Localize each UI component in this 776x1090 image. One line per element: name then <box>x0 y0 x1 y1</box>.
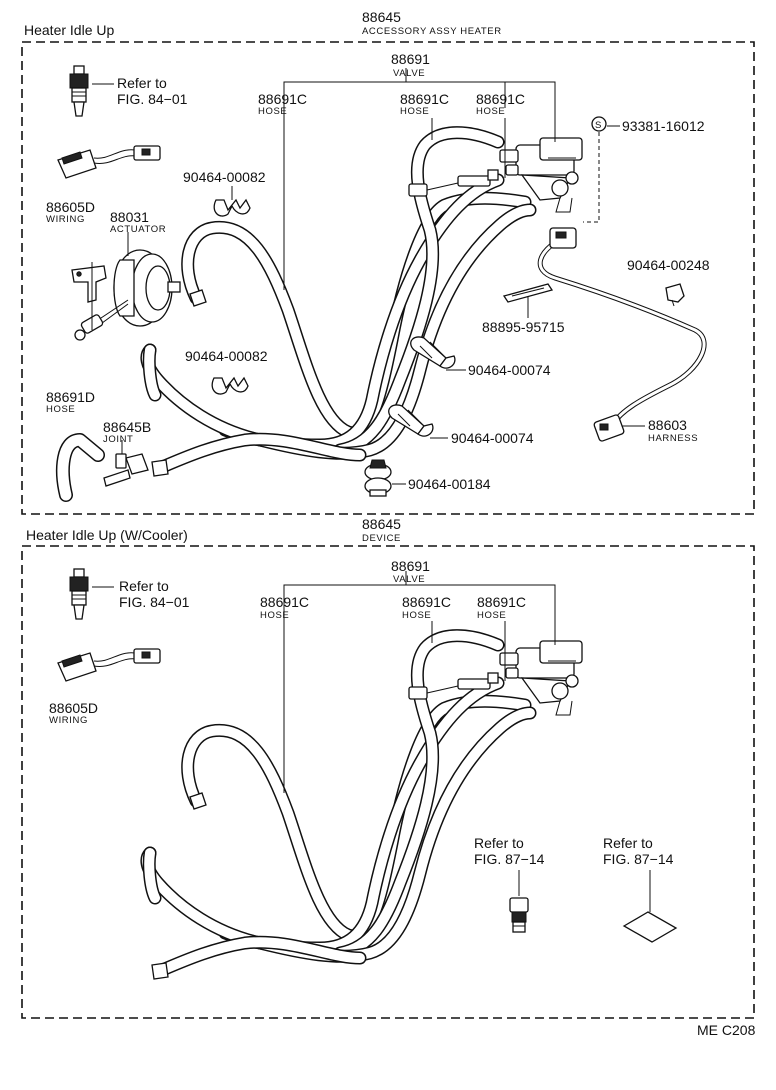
panel1-hose-right-name: HOSE <box>476 106 505 117</box>
panel1-wiring-name: WIRING <box>46 214 85 225</box>
panel1-hose-d <box>55 433 105 502</box>
panel-heater-idle-up-w-cooler: Heater Idle Up (W/Cooler) 88645 DEVICE 8… <box>21 516 755 1019</box>
panel1-hose-mid-number: 88691C <box>400 91 449 107</box>
panel1-joint-name: JOINT <box>103 434 133 445</box>
footer-code: ME C208 <box>697 1022 756 1038</box>
panel1-harness <box>537 227 707 442</box>
panel2-border <box>21 545 755 1019</box>
panel2-hose-mid-name: HOSE <box>402 610 431 621</box>
panel1-hose-left-number: 88691C <box>258 91 307 107</box>
panel2-hose-left-number: 88691C <box>260 594 309 610</box>
panel1-hose-mid-name: HOSE <box>400 106 429 117</box>
panel1-assy-number: 88645 <box>362 9 401 25</box>
panel1-actuator <box>71 249 181 341</box>
panel1-clip-top <box>213 198 251 217</box>
panel1-valve-number: 88691 <box>391 51 430 67</box>
panel1-clip-a <box>410 336 456 369</box>
panel1-screw-symbol-circle <box>591 116 607 132</box>
panel1-clip-mid-number: 90464-00082 <box>185 348 268 364</box>
panel1-screw-leader <box>583 132 600 223</box>
panel1-clip-b-number: 90464-00074 <box>451 430 534 446</box>
panel2-refer2-label: Refer to <box>474 835 524 851</box>
panel1-hose-right-number: 88691C <box>476 91 525 107</box>
panel2-wiring-name: WIRING <box>49 715 88 726</box>
panel2-valve-number: 88691 <box>391 558 430 574</box>
panel2-pressure-switch <box>509 870 529 933</box>
panel1-clip-a-number: 90464-00074 <box>468 362 551 378</box>
panel1-harness-name: HARNESS <box>648 433 698 444</box>
panel2-refer3-fig: FIG. 87−14 <box>603 851 674 867</box>
panel1-actuator-number: 88031 <box>110 209 149 225</box>
panel2-refer2-fig: FIG. 87−14 <box>474 851 545 867</box>
panel2-refer-label: Refer to <box>119 578 169 594</box>
panel1-refer-label: Refer to <box>117 75 167 91</box>
panel1-wiring-pigtail <box>57 145 161 179</box>
panel2-hose-mid-number: 88691C <box>402 594 451 610</box>
panel1-temperature-switch <box>69 65 89 117</box>
panel2-assy-number: 88645 <box>362 516 401 532</box>
panel1-label-part-number: 88895-95715 <box>482 319 565 335</box>
panel2-valve-name: VALVE <box>393 574 425 585</box>
panel1-valve-name: VALVE <box>393 68 425 79</box>
panel2-temperature-switch <box>69 568 89 620</box>
panel2-pad <box>622 870 678 943</box>
panel1-clip-top-number: 90464-00082 <box>183 169 266 185</box>
panel1-hose-d-name: HOSE <box>46 404 75 415</box>
panel1-clamp <box>364 459 392 497</box>
panel1-clip-b <box>388 404 434 437</box>
panel1-border <box>21 41 755 515</box>
panel1-wiring-number: 88605D <box>46 199 95 215</box>
panel1-actuator-name: ACTUATOR <box>110 224 166 235</box>
panel1-hose-d-number: 88691D <box>46 389 95 405</box>
panel-heater-idle-up: Heater Idle Up 88645 ACCESSORY ASSY HEAT… <box>21 9 755 515</box>
panel2-valve-bracket <box>283 584 556 793</box>
panel1-valve-bracket <box>283 81 556 290</box>
panel1-refer-fig: FIG. 84−01 <box>117 91 188 107</box>
panel1-clamp-number: 90464-00184 <box>408 476 491 492</box>
panel1-label-part <box>502 283 554 303</box>
panel2-hose-left-name: HOSE <box>260 610 289 621</box>
panel1-screw-symbol: S <box>595 120 602 131</box>
panel1-section-title: Heater Idle Up <box>24 22 114 38</box>
panel1-clip-harness <box>665 283 685 307</box>
panel2-assy-name: DEVICE <box>362 533 401 544</box>
panel1-screw-number: 93381-16012 <box>622 118 705 134</box>
panel2-section-title: Heater Idle Up (W/Cooler) <box>26 527 188 543</box>
panel1-joint-number: 88645B <box>103 419 151 435</box>
panel2-hose-right-name: HOSE <box>477 610 506 621</box>
panel2-refer-fig: FIG. 84−01 <box>119 594 190 610</box>
panel1-assy-name: ACCESSORY ASSY HEATER <box>362 26 502 37</box>
panel1-clip-harness-number: 90464-00248 <box>627 257 710 273</box>
panel2-hose-right-number: 88691C <box>477 594 526 610</box>
panel1-harness-number: 88603 <box>648 417 687 433</box>
panel2-wiring-number: 88605D <box>49 700 98 716</box>
panel1-hose-left-name: HOSE <box>258 106 287 117</box>
panel1-clip-mid <box>211 376 249 395</box>
panel2-refer3-label: Refer to <box>603 835 653 851</box>
panel2-wiring-pigtail <box>57 648 161 682</box>
panel1-joint <box>103 440 149 487</box>
